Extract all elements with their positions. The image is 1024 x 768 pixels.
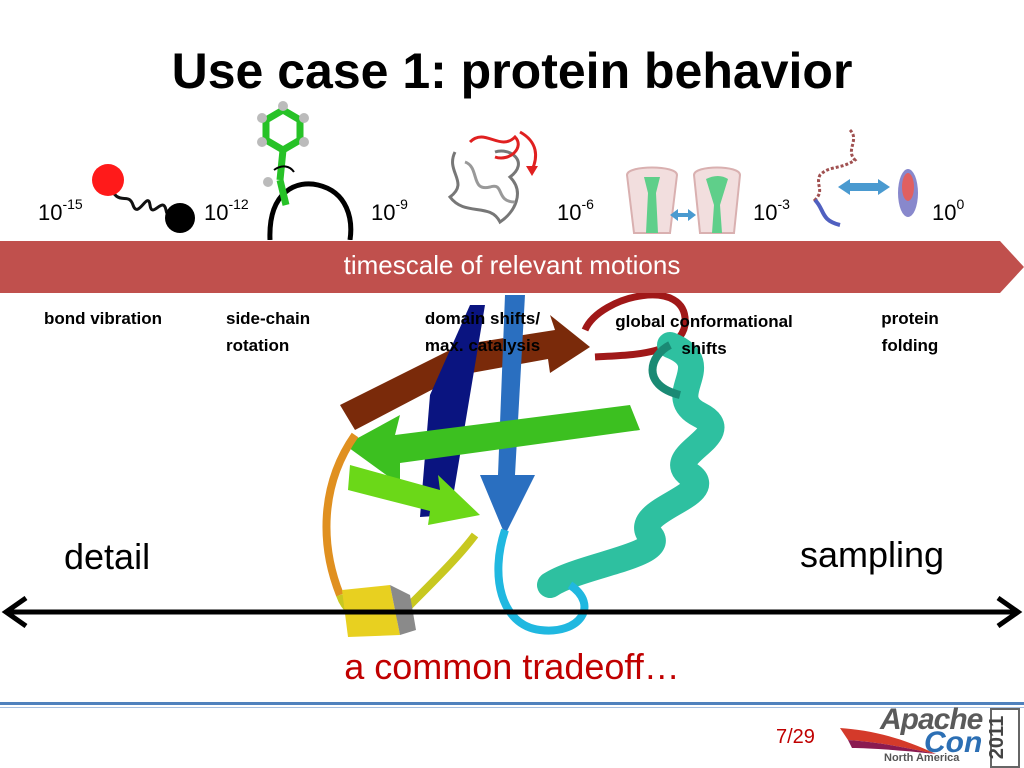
tick-label-1e-9: 10-9	[371, 196, 408, 225]
slide-title: Use case 1: protein behavior	[171, 43, 853, 99]
protein-folding-icon	[812, 128, 918, 227]
motion-label-domain-shifts: domain shifts/max. catalysis	[424, 309, 541, 355]
domain-shift-icon	[447, 130, 538, 225]
footer-divider-thin	[0, 707, 1024, 708]
apache-feather-icon	[840, 728, 936, 754]
bond-vibration-icon	[92, 164, 195, 233]
tradeoff-caption: a common tradeoff…	[344, 646, 680, 687]
global-shift-icon	[625, 166, 742, 234]
axis-label-sampling: sampling	[800, 534, 945, 575]
timescale-banner	[0, 241, 1024, 293]
logo-con-word: Con	[924, 726, 983, 759]
tick-label-1e0: 100	[932, 196, 965, 225]
motion-label-bond-vibration: bond vibration	[43, 309, 163, 328]
logo-apache-word: Apache	[880, 703, 983, 736]
timescale-banner-label: timescale of relevant motions	[343, 250, 681, 280]
tick-label-1e-6: 10-6	[557, 196, 594, 225]
tick-label-1e-15: 10-15	[38, 196, 83, 225]
axis-label-detail: detail	[64, 536, 151, 577]
logo-year-box: 2011	[986, 708, 1020, 768]
logo-region: North America	[884, 752, 960, 764]
tick-label-1e-3: 10-3	[753, 196, 790, 225]
tick-label-1e-12: 10-12	[204, 196, 249, 225]
tradeoff-double-arrow	[1, 596, 1023, 628]
footer-divider	[0, 702, 1024, 705]
side-chain-icon	[257, 101, 354, 240]
page-number: 7/29	[776, 726, 815, 748]
logo-year: 2011	[986, 715, 1009, 760]
